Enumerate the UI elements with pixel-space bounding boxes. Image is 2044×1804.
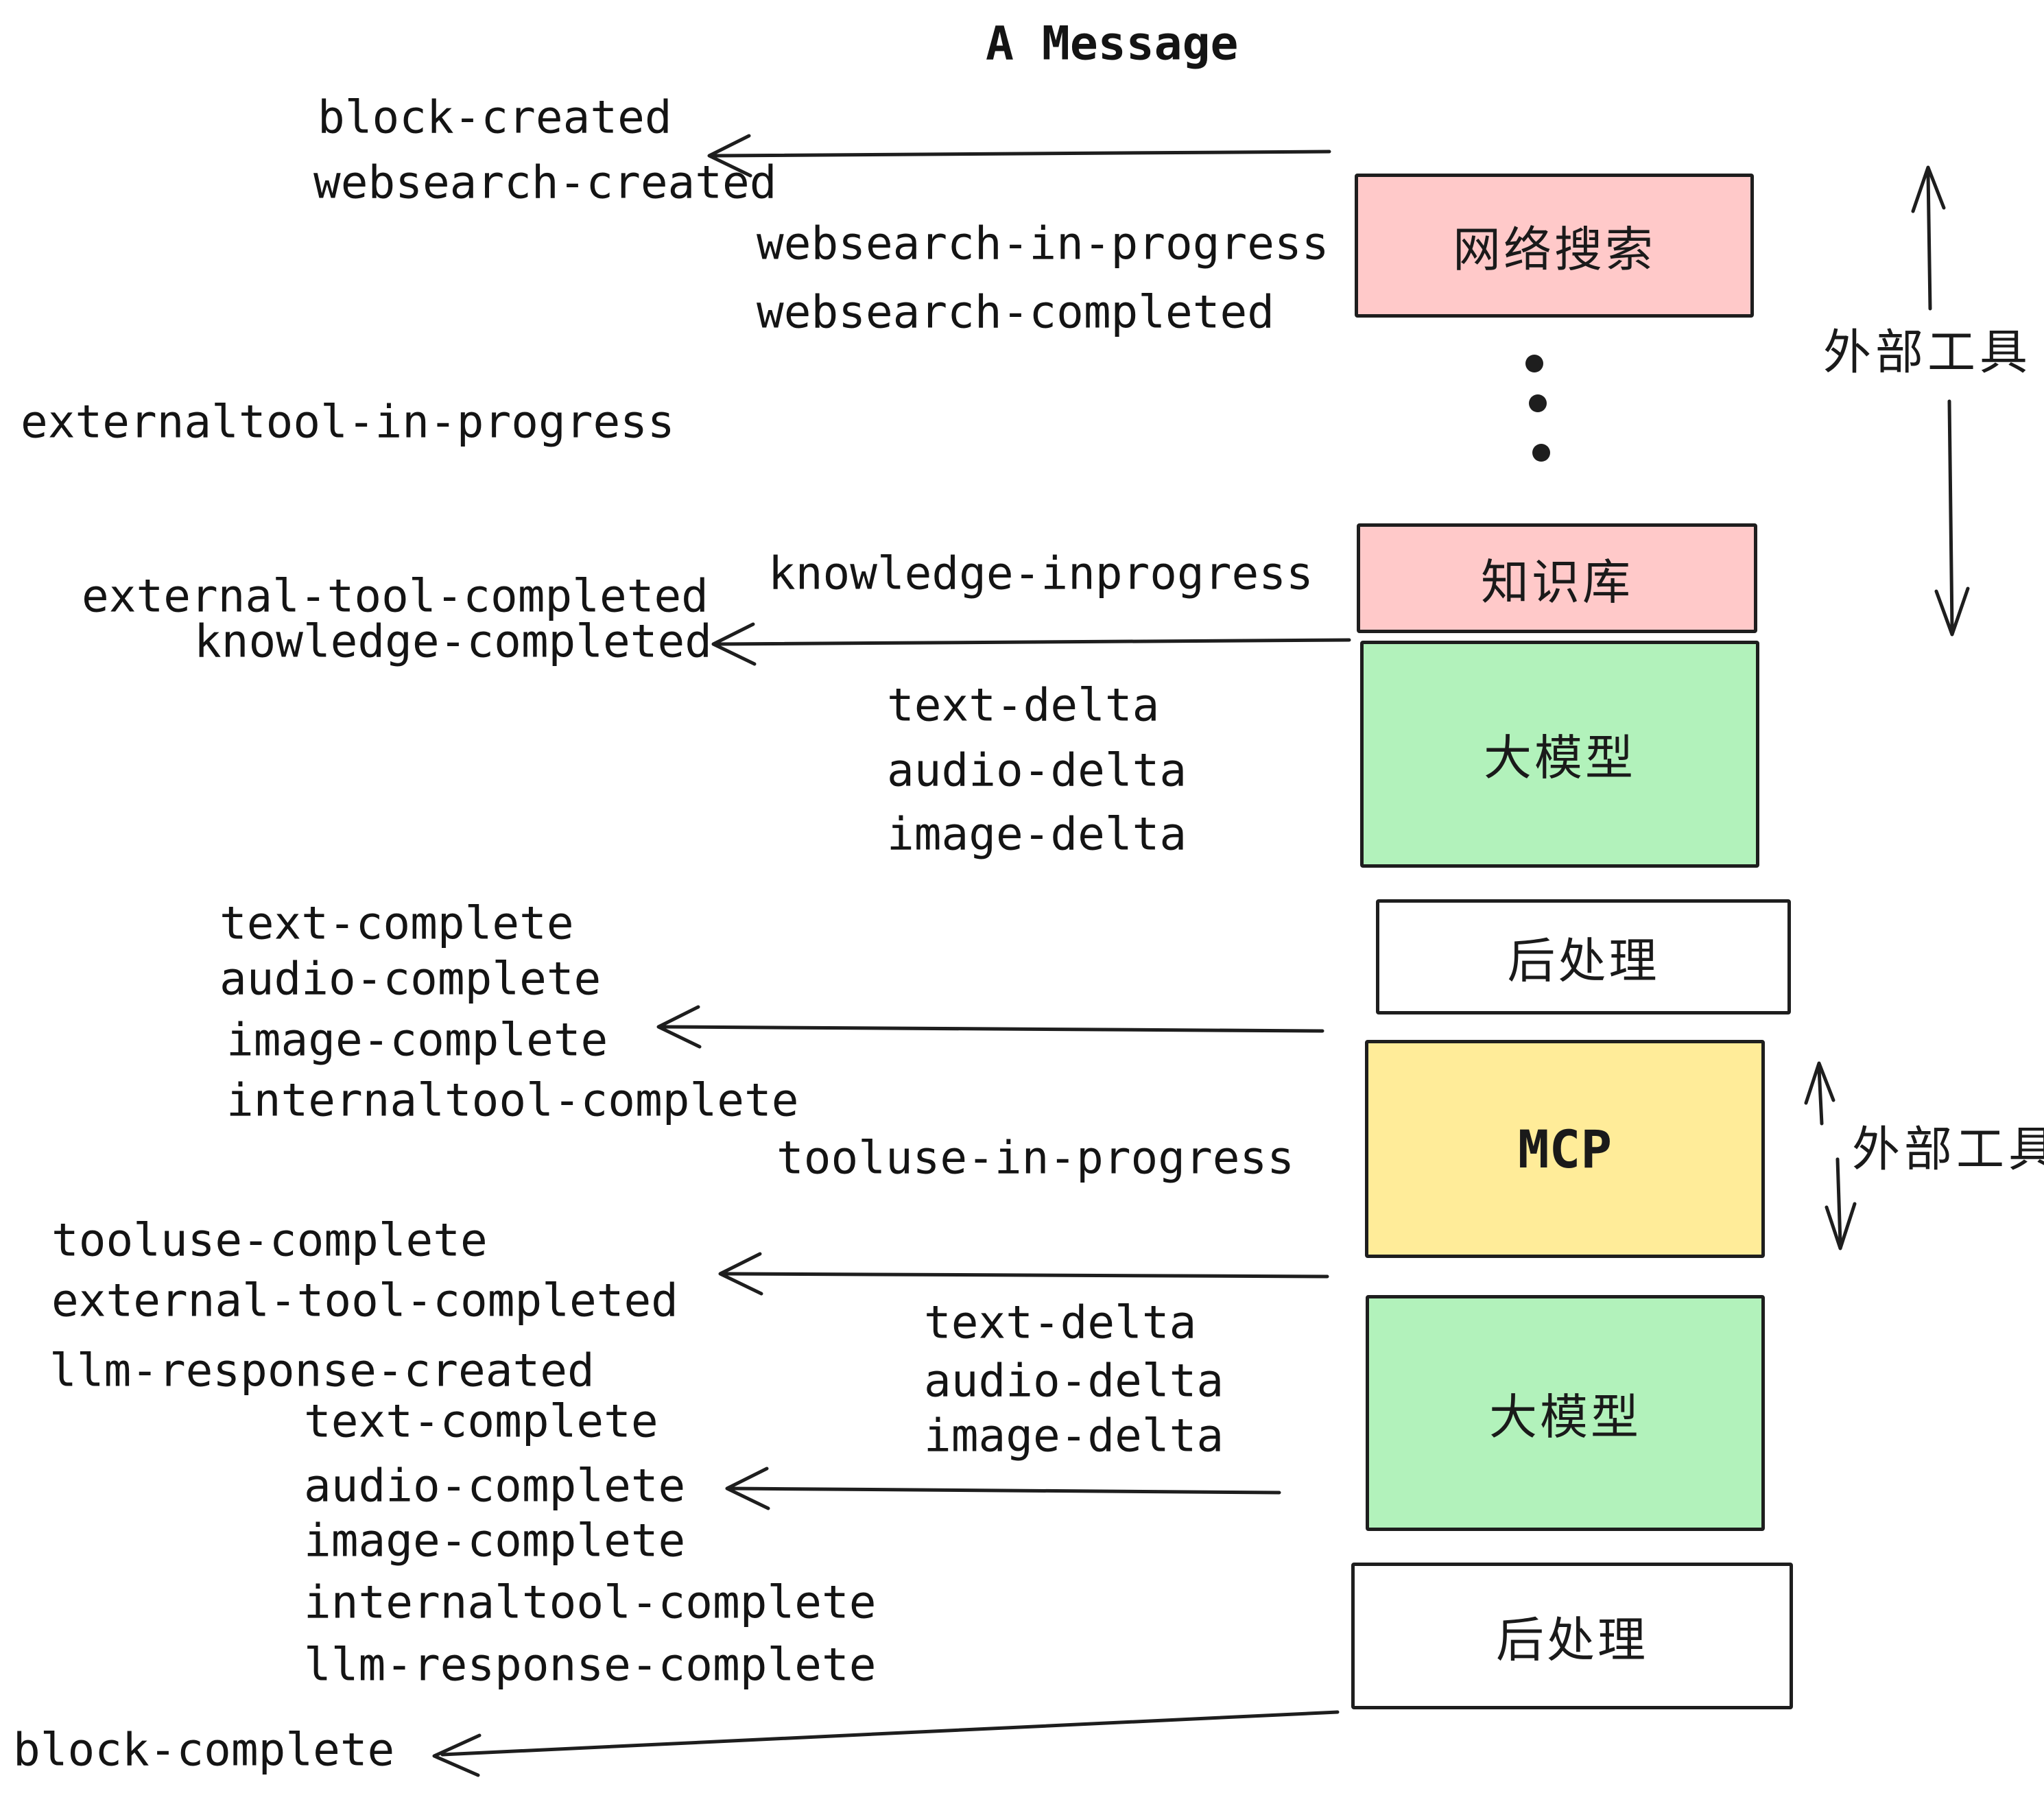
event-label-audio-delta-1: audio-delta [887, 744, 1187, 797]
event-label-internaltool-complete-1: internaltool-complete [226, 1073, 799, 1127]
arrow-block-complete [432, 1710, 1340, 1777]
box-mcp: MCP [1365, 1040, 1765, 1258]
arrow-knowledge-completed [711, 622, 1351, 666]
event-label-block-complete: block-complete [13, 1723, 395, 1777]
box-llm-top: 大模型 [1360, 641, 1759, 868]
box-llm-bottom: 大模型 [1366, 1295, 1765, 1531]
event-label-websearch-completed: websearch-completed [757, 285, 1274, 339]
ellipsis-dots [1525, 355, 1550, 462]
event-label-websearch-in-progress: websearch-in-progress [757, 217, 1329, 270]
external-tools-label-mcp: 外部工具 [1852, 1121, 2044, 1178]
event-label-image-complete-1: image-complete [226, 1013, 608, 1067]
event-label-knowledge-inprogress: knowledge-inprogress [768, 547, 1314, 600]
box-knowledge-label: 知识库 [1481, 554, 1633, 610]
event-label-llm-response-complete: llm-response-complete [304, 1638, 877, 1692]
arrow-block-created [707, 134, 1331, 178]
box-postprocess-top-label: 后处理 [1507, 932, 1660, 989]
event-label-internaltool-complete-2: internaltool-complete [304, 1576, 877, 1629]
event-label-audio-complete-1: audio-complete [219, 952, 602, 1006]
box-llm-bottom-label: 大模型 [1489, 1388, 1641, 1445]
event-label-external-tool-completed-2: external-tool-completed [51, 1274, 678, 1327]
event-label-knowledge-completed: knowledge-completed [194, 615, 712, 668]
event-label-image-complete-2: image-complete [304, 1514, 686, 1567]
event-label-image-delta-2: image-delta [924, 1409, 1224, 1462]
event-label-audio-complete-2: audio-complete [304, 1459, 686, 1512]
event-label-audio-delta-2: audio-delta [924, 1354, 1224, 1408]
arrow-mcp-up [1804, 1061, 1835, 1126]
box-postprocess-bottom-label: 后处理 [1496, 1611, 1648, 1668]
box-knowledge: 知识库 [1357, 523, 1757, 633]
event-label-text-complete-2: text-complete [304, 1394, 658, 1448]
arrow-image-complete [656, 1005, 1324, 1049]
arrow-external-tools-down [1934, 399, 1970, 637]
diagram-title: A Message [986, 16, 1239, 71]
box-postprocess-bottom: 后处理 [1351, 1563, 1793, 1709]
external-tools-label-top: 外部工具 [1823, 324, 2032, 381]
event-label-text-delta-2: text-delta [924, 1296, 1197, 1349]
event-label-external-tool-completed: external-tool-completed [82, 569, 709, 623]
box-llm-top-label: 大模型 [1484, 730, 1636, 786]
event-label-tooluse-in-progress: tooluse-in-progress [776, 1131, 1294, 1185]
event-label-llm-response-created: llm-response-created [49, 1344, 595, 1397]
event-label-tooluse-complete: tooluse-complete [51, 1213, 488, 1267]
arrow-external-tools-up [1911, 165, 1946, 311]
event-label-text-delta-1: text-delta [887, 678, 1160, 732]
event-label-block-created: block-created [318, 91, 672, 144]
arrow-mcp-down [1825, 1157, 1857, 1250]
event-label-image-delta-1: image-delta [887, 807, 1187, 861]
arrow-tooluse-complete [718, 1252, 1329, 1296]
box-websearch: 网络搜索 [1355, 174, 1754, 318]
event-label-websearch-created: websearch-created [313, 156, 777, 209]
arrow-audio-complete [725, 1467, 1281, 1510]
event-label-text-complete-1: text-complete [219, 897, 574, 950]
event-label-externaltool-in-progress: externaltool-in-progress [21, 395, 675, 449]
box-websearch-label: 网络搜索 [1453, 221, 1656, 278]
box-postprocess-top: 后处理 [1376, 899, 1791, 1014]
box-mcp-label: MCP [1517, 1118, 1613, 1180]
